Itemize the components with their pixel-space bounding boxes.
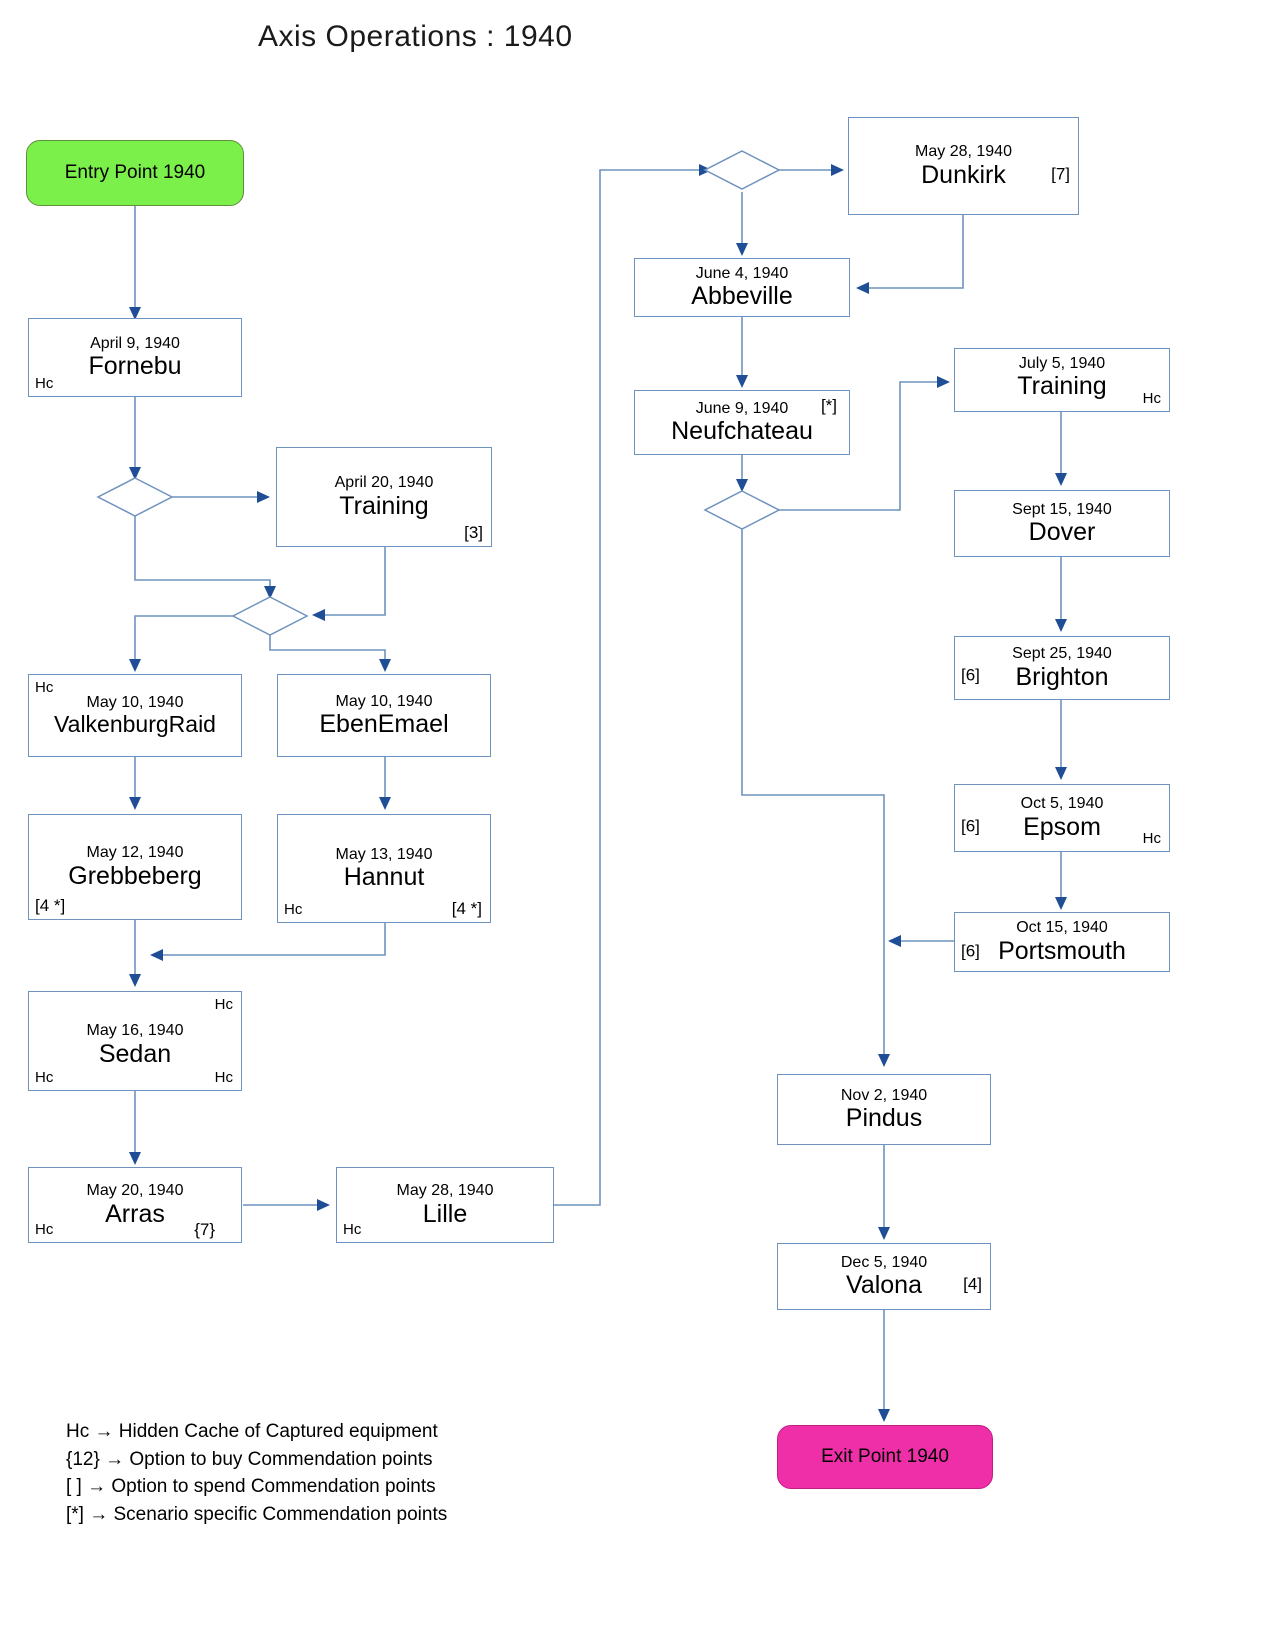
tag-commendation-spend: [3] xyxy=(464,523,483,542)
node-date: May 12, 1940 xyxy=(86,843,184,861)
node-sedan[interactable]: May 16, 1940 Sedan Hc Hc Hc xyxy=(28,991,242,1091)
node-name: Grebbeberg xyxy=(68,861,202,890)
node-date: May 10, 1940 xyxy=(335,692,433,710)
decision-diamond-top xyxy=(703,150,781,190)
legend-item-hidden-cache: Hc → Hidden Cache of Captured equipment xyxy=(66,1421,438,1442)
node-date: May 16, 1940 xyxy=(86,1021,184,1039)
node-name: Dunkirk xyxy=(921,160,1006,189)
tag-commendation-spend: [4] xyxy=(963,1274,982,1294)
tag-hidden-cache: Hc xyxy=(1142,390,1161,407)
node-date: Sept 25, 1940 xyxy=(1012,644,1112,662)
node-date: May 10, 1940 xyxy=(86,693,184,711)
node-dunkirk[interactable]: May 28, 1940 Dunkirk [7] xyxy=(848,117,1079,215)
node-name: Pindus xyxy=(845,1104,923,1133)
node-name: Valona xyxy=(846,1271,922,1300)
tag-commendation-scenario: [4 *] xyxy=(35,896,66,915)
exit-point-node[interactable]: Exit Point 1940 xyxy=(777,1425,993,1489)
tag-commendation-buy: {7} xyxy=(194,1220,215,1239)
node-dover[interactable]: Sept 15, 1940 Dover xyxy=(954,490,1170,557)
entry-point-node[interactable]: Entry Point 1940 xyxy=(26,140,244,206)
node-date: May 13, 1940 xyxy=(335,845,433,863)
tag-hidden-cache: Hc xyxy=(343,1221,362,1238)
node-date: Dec 5, 1940 xyxy=(840,1253,928,1271)
node-training-july[interactable]: July 5, 1940 Training Hc xyxy=(954,348,1170,412)
node-name: Dover xyxy=(1028,518,1096,547)
legend-item-spend-points: [ ] → Option to spend Commendation point… xyxy=(66,1476,436,1498)
tag-hidden-cache: Hc xyxy=(35,1221,54,1238)
node-date: May 28, 1940 xyxy=(915,142,1012,160)
exit-point-label: Exit Point 1940 xyxy=(821,1446,949,1467)
node-name: Sedan xyxy=(98,1039,172,1068)
node-date: Nov 2, 1940 xyxy=(840,1086,928,1104)
page-title: Axis Operations : 1940 xyxy=(258,20,573,53)
node-name: Abbeville xyxy=(691,282,793,311)
node-name: Fornebu xyxy=(88,352,182,381)
tag-hidden-cache: Hc xyxy=(284,901,303,918)
node-date: April 9, 1940 xyxy=(90,334,180,352)
node-name: Epsom xyxy=(1023,812,1101,841)
node-fornebu[interactable]: April 9, 1940 Fornebu Hc xyxy=(28,318,242,397)
node-valona[interactable]: Dec 5, 1940 Valona [4] xyxy=(777,1243,991,1310)
tag-commendation-spend: [6] xyxy=(961,816,980,836)
tag-commendation-spend: [6] xyxy=(961,665,980,685)
node-date: May 20, 1940 xyxy=(86,1181,184,1199)
node-date: April 20, 1940 xyxy=(334,473,434,491)
node-grebbeberg[interactable]: May 12, 1940 Grebbeberg [4 *] xyxy=(28,814,242,920)
tag-hidden-cache: Hc xyxy=(35,1069,54,1086)
node-name: Training xyxy=(1017,372,1107,401)
node-epsom[interactable]: Oct 5, 1940 Epsom [6] Hc xyxy=(954,784,1170,852)
node-date: June 4, 1940 xyxy=(695,264,789,282)
node-valkenburgraid[interactable]: May 10, 1940 ValkenburgRaid Hc xyxy=(28,674,242,757)
node-training-april[interactable]: April 20, 1940 Training [3] xyxy=(276,447,492,547)
node-name: Portsmouth xyxy=(998,936,1126,965)
node-ebenemael[interactable]: May 10, 1940 EbenEmael xyxy=(277,674,491,757)
node-pindus[interactable]: Nov 2, 1940 Pindus xyxy=(777,1074,991,1145)
tag-hidden-cache: Hc xyxy=(35,679,54,696)
node-lille[interactable]: May 28, 1940 Lille Hc xyxy=(336,1167,554,1243)
decision-diamond-merge xyxy=(231,596,309,636)
decision-diamond-2 xyxy=(703,490,781,530)
node-name: Training xyxy=(339,491,429,520)
tag-hidden-cache: Hc xyxy=(214,1069,233,1086)
node-name: Brighton xyxy=(1015,662,1109,691)
node-date: July 5, 1940 xyxy=(1018,354,1106,372)
node-name: Lille xyxy=(422,1199,468,1228)
node-date: Oct 15, 1940 xyxy=(1016,918,1108,936)
node-arras[interactable]: May 20, 1940 Arras Hc {7} xyxy=(28,1167,242,1243)
tag-commendation-scenario: [4 *] xyxy=(451,899,482,918)
entry-point-label: Entry Point 1940 xyxy=(64,162,206,183)
node-abbeville[interactable]: June 4, 1940 Abbeville xyxy=(634,258,850,317)
tag-hidden-cache: Hc xyxy=(214,996,233,1013)
node-name: Hannut xyxy=(343,863,425,892)
node-brighton[interactable]: Sept 25, 1940 Brighton [6] xyxy=(954,636,1170,700)
tag-hidden-cache: Hc xyxy=(35,375,54,392)
tag-commendation-spend: [6] xyxy=(961,941,980,961)
node-portsmouth[interactable]: Oct 15, 1940 Portsmouth [6] xyxy=(954,912,1170,972)
node-name: EbenEmael xyxy=(319,710,449,739)
node-date: Sept 15, 1940 xyxy=(1012,500,1112,518)
node-hannut[interactable]: May 13, 1940 Hannut Hc [4 *] xyxy=(277,814,491,923)
node-date: Oct 5, 1940 xyxy=(1020,794,1104,812)
tag-commendation-scenario: [*] xyxy=(820,396,837,415)
decision-diamond-1 xyxy=(96,477,174,517)
node-date: May 28, 1940 xyxy=(396,1181,494,1199)
tag-hidden-cache: Hc xyxy=(1142,830,1161,847)
node-name: Neufchateau xyxy=(671,417,813,446)
node-date: June 9, 1940 xyxy=(695,399,789,417)
legend: Hc → Hidden Cache of Captured equipment … xyxy=(66,1418,447,1528)
tag-commendation-spend: [7] xyxy=(1051,164,1070,184)
node-name: ValkenburgRaid xyxy=(54,711,216,738)
node-neufchateau[interactable]: June 9, 1940 Neufchateau [*] xyxy=(634,390,850,455)
legend-item-buy-points: {12} → Option to buy Commendation points xyxy=(66,1448,433,1470)
legend-item-scenario-points: [*] → Scenario specific Commendation poi… xyxy=(66,1503,448,1525)
